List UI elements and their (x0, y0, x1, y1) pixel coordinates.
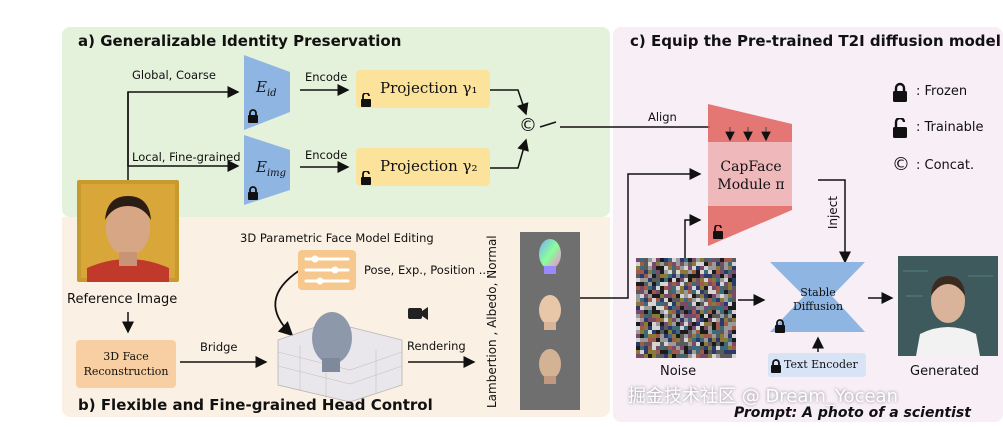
panel-c-title: c) Equip the Pre-trained T2I diffusion m… (630, 32, 1001, 50)
editing-label: 3D Parametric Face Model Editing (240, 231, 434, 245)
legend-trainable-label: : Trainable (916, 120, 984, 135)
recon-label-line2: Reconstruction (83, 365, 169, 378)
sd-line2: Diffusion (792, 300, 844, 313)
encode-label-2: Encode (305, 148, 348, 162)
face-reconstruction-box: 3D Face Reconstruction (76, 340, 176, 388)
panel-b-title: b) Flexible and Fine-grained Head Contro… (78, 396, 433, 414)
encoder-id-label: Eid (256, 78, 277, 99)
watermark: 掘金技术社区 @ Dream_Yocean (628, 386, 898, 407)
inject-arrow (818, 179, 851, 264)
capface-line1: CapFace (720, 159, 782, 175)
sd-frozen-lock-icon (774, 318, 786, 337)
capface-line2: Module π (717, 177, 785, 193)
reference-image (77, 180, 179, 282)
rendering-label: Rendering (407, 339, 466, 353)
render-modes-label: Lambertion , Albedo, Normal (485, 235, 499, 408)
legend-trainable-lock-icon (892, 116, 908, 142)
panel-a-title: a) Generalizable Identity Preservation (78, 32, 402, 50)
projection-box-1: Projection γ₁ (356, 70, 490, 108)
sd-line1: Stable (800, 286, 836, 299)
capface-trainable-lock-icon (712, 224, 724, 243)
inject-label: Inject (826, 196, 840, 230)
proj1-to-concat-arrow (490, 89, 529, 116)
generated-label: Generated (910, 364, 979, 379)
stable-diffusion-shape (770, 262, 865, 332)
text-encoder-lock-icon (770, 358, 782, 377)
align-label: Align (648, 110, 677, 124)
concat-symbol: © (519, 115, 537, 136)
projection-2-label: Projection γ₂ (380, 157, 478, 175)
frozen-lock-icon-2 (247, 185, 259, 204)
pose-label: Pose, Exp., Position ... (364, 263, 490, 277)
capface-module-label: CapFace Module π (712, 158, 790, 194)
render-to-capface-arrow (580, 168, 702, 299)
prompt-text: Prompt: A photo of a scientist (734, 405, 971, 421)
local-fine-label: Local, Fine-grained (132, 150, 241, 164)
trainable-lock-icon (360, 92, 372, 111)
text-encoder-label: Text Encoder (784, 358, 858, 371)
capface-overlay (706, 142, 794, 206)
stable-diffusion-label: Stable Diffusion (776, 286, 860, 314)
legend-concat-icon: © (892, 154, 910, 175)
text-encoder-box: Text Encoder (768, 353, 866, 377)
recon-label-line1: 3D Face (103, 350, 149, 363)
rendered-heads-column (520, 232, 580, 410)
reference-image-label: Reference Image (67, 292, 178, 307)
noise-label: Noise (660, 364, 697, 379)
local-branch-arrow (127, 92, 240, 172)
proj2-to-concat-arrow (490, 138, 529, 169)
encode-label-1: Encode (305, 70, 348, 84)
projection-1-label: Projection γ₁ (380, 79, 478, 97)
noise-image (636, 258, 736, 358)
projection-box-2: Projection γ₂ (356, 148, 490, 186)
global-branch-arrow (127, 86, 240, 180)
trainable-lock-icon-2 (360, 170, 372, 189)
legend-frozen-label: : Frozen (916, 84, 968, 99)
encoder-img-label: Eimg (256, 158, 287, 179)
noise-to-capface-arrow (684, 214, 702, 258)
global-coarse-label: Global, Coarse (132, 68, 216, 82)
camera-icon (408, 307, 428, 320)
editing-curve-arrow (274, 269, 301, 337)
bridge-label: Bridge (200, 340, 238, 354)
generated-image (898, 256, 998, 356)
3d-head-shape (312, 312, 352, 364)
switch-line (539, 121, 557, 128)
legend-concat-label: : Concat. (916, 158, 975, 173)
frozen-lock-icon (247, 108, 259, 127)
legend-frozen-lock-icon (892, 82, 908, 106)
